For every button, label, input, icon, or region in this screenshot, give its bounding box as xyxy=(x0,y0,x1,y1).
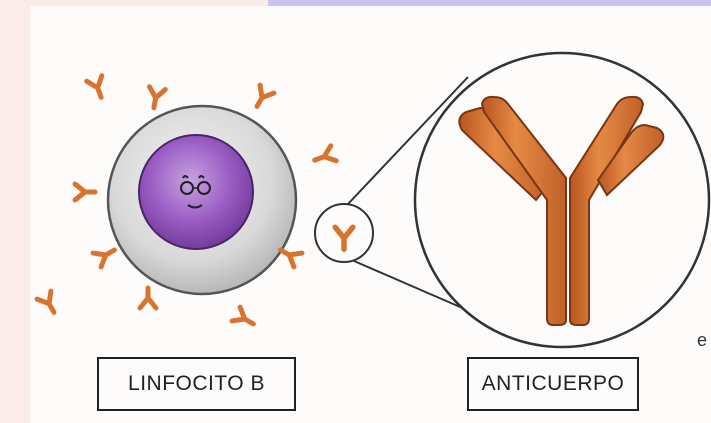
antibody-mini-icon xyxy=(93,243,118,267)
antibody-label: ANTICUERPO xyxy=(467,357,639,411)
zoom-source-circle xyxy=(315,204,373,262)
b-cell-label: LINFOCITO B xyxy=(97,357,296,411)
antibody-mini-icon xyxy=(146,87,165,109)
antibody-mini-icon xyxy=(87,76,109,100)
antibody-mini-icon xyxy=(312,146,336,168)
antibody-mini-icon xyxy=(75,184,95,200)
cropped-edge-text: e xyxy=(697,330,707,351)
antibody-mini-icon xyxy=(37,291,61,316)
antibody-mini-icon xyxy=(250,85,274,110)
antibody-mini-icon xyxy=(140,288,156,308)
antibody-mini-icon xyxy=(232,307,257,331)
cell-nucleus xyxy=(139,135,253,249)
b-cell xyxy=(108,106,296,294)
